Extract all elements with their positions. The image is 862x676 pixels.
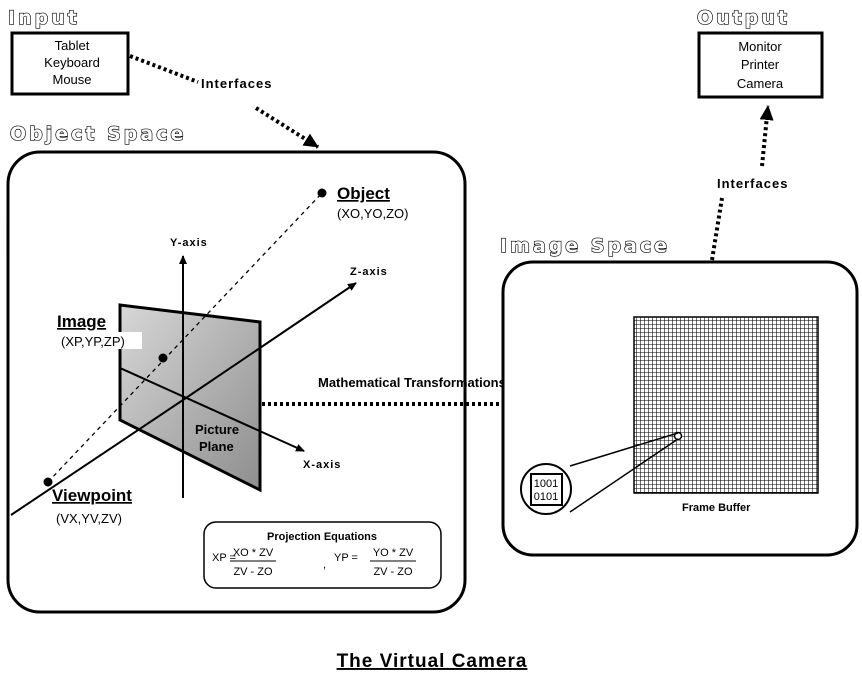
x-axis-label: X-axis <box>303 459 341 471</box>
projection-equations-heading: Projection Equations <box>267 531 377 543</box>
picture-plane-label-line2: Plane <box>199 439 234 454</box>
input-device-tablet: Tablet <box>55 38 90 53</box>
output-device-camera: Camera <box>737 76 784 91</box>
input-interface-connector <box>129 54 199 84</box>
projection-ray <box>47 192 323 483</box>
output-interfaces-label: Interfaces <box>717 176 788 191</box>
xp-equation-numerator: XO * ZV <box>233 547 274 559</box>
x-axis-line <box>119 367 305 452</box>
object-space-heading: Object Space <box>10 123 186 145</box>
output-device-printer: Printer <box>741 57 780 72</box>
image-label: Image <box>57 312 106 331</box>
yp-equation-denominator: ZV - ZO <box>373 566 413 578</box>
bit-zoom-square <box>530 473 563 506</box>
zoom-line-top <box>569 432 679 467</box>
frame-buffer-label: Frame Buffer <box>682 502 751 514</box>
equation-separator: , <box>323 559 326 571</box>
input-heading: Input <box>8 7 80 29</box>
input-device-mouse: Mouse <box>52 72 91 87</box>
viewpoint-point <box>43 477 53 487</box>
output-device-monitor: Monitor <box>738 39 782 54</box>
picture-plane <box>118 303 262 493</box>
y-axis-label: Y-axis <box>170 237 208 249</box>
input-interfaces-label: Interfaces <box>201 76 272 91</box>
object-coords: (XO,YO,ZO) <box>337 206 409 221</box>
diagram-title: The Virtual Camera <box>337 651 528 672</box>
output-interface-connector <box>710 197 724 261</box>
yp-equation-numerator: YO * ZV <box>373 547 414 559</box>
z-axis-label: Z-axis <box>350 266 388 278</box>
z-axis-back-line <box>10 399 184 516</box>
object-label: Object <box>337 184 390 203</box>
xp-equation-lhs: XP = <box>212 552 236 564</box>
output-devices-box <box>697 31 824 99</box>
projection-equations-box <box>203 521 442 589</box>
image-coords-background <box>58 332 142 349</box>
viewpoint-label: Viewpoint <box>52 486 132 505</box>
input-interface-arrow <box>254 106 320 149</box>
input-devices-box <box>10 31 130 96</box>
yp-equation-lhs: YP = <box>334 552 358 564</box>
input-device-keyboard: Keyboard <box>44 55 100 70</box>
picture-plane-label-line1: Picture <box>195 422 239 437</box>
object-point <box>317 188 327 198</box>
image-space-heading: Image Space <box>500 235 670 257</box>
output-heading: Output <box>697 7 790 29</box>
frame-buffer-grid <box>633 316 819 494</box>
output-interface-arrow-upper <box>759 105 774 167</box>
transformations-label: Mathematical Transformations <box>318 375 506 390</box>
image-coords: (XP,YP,ZP) <box>61 334 125 349</box>
xp-equation-denominator: ZV - ZO <box>233 566 273 578</box>
z-axis-line <box>182 282 357 401</box>
zoom-line-bottom <box>569 438 679 513</box>
image-point <box>158 353 168 363</box>
bits-row-2: 0101 <box>534 491 558 503</box>
viewpoint-coords: (VX,YV,ZV) <box>56 511 122 526</box>
bits-row-1: 1001 <box>534 478 558 490</box>
